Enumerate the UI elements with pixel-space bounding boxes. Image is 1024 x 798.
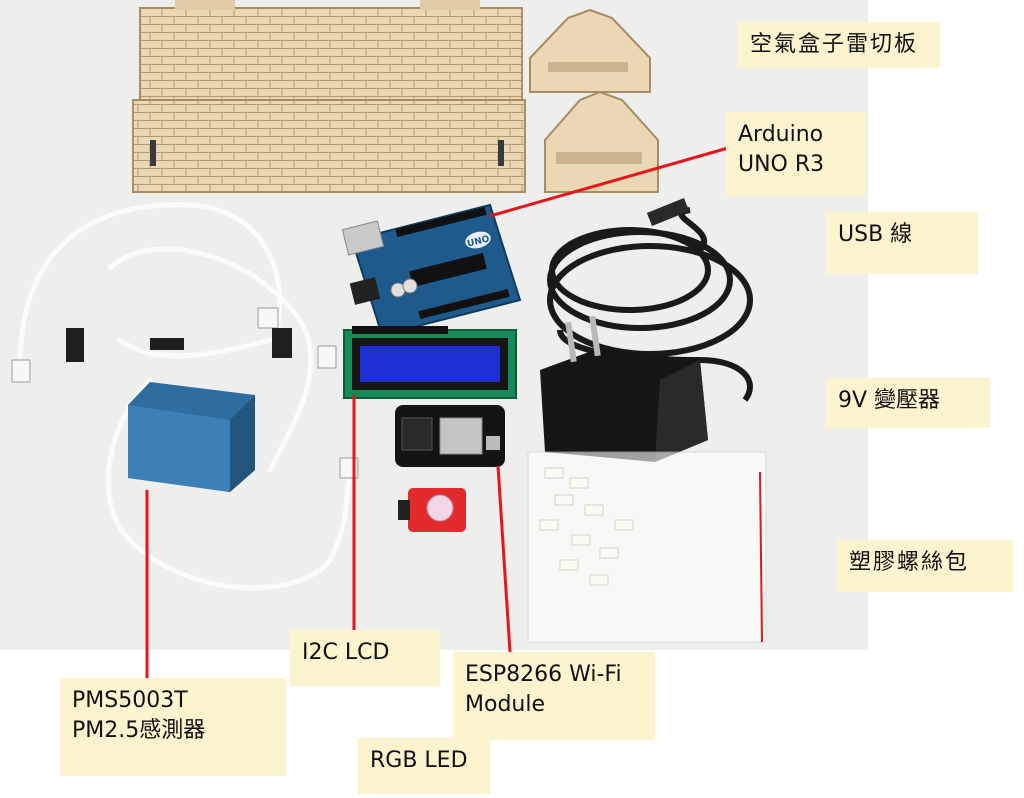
roof-slot-bottom (556, 152, 642, 164)
pms-sensor-front (128, 405, 230, 492)
label-arduino-uno: Arduino UNO R3 (726, 112, 866, 196)
esp8266-shield (439, 417, 483, 455)
rj-connector-2 (257, 307, 279, 329)
callout-lines (145, 146, 729, 680)
screw-10 (614, 519, 634, 531)
wood-panel-tab-2 (420, 0, 480, 10)
screw-5 (539, 519, 559, 531)
arduino-uno-logo (465, 231, 491, 249)
rgb-led-pins (398, 500, 410, 520)
screw-1 (544, 467, 564, 479)
cable-loop-right (107, 246, 314, 473)
arduino-capacitor-2 (402, 278, 418, 294)
arduino-chip (409, 253, 487, 287)
screw-8 (559, 559, 579, 571)
label-pms5003t: PMS5003T PM2.5感測器 (60, 678, 286, 776)
wood-panel-tab-1 (175, 0, 235, 10)
arduino-uno-board: UNO (341, 203, 522, 337)
arduino-power-jack (349, 277, 381, 305)
rgb-led-bulb (426, 494, 454, 522)
dupont-connector-1 (66, 328, 84, 362)
esp8266-usb-port (486, 436, 500, 450)
rj-connector-3 (317, 345, 337, 369)
lcd-screen (360, 346, 500, 382)
bag-seal (759, 471, 763, 643)
power-adapter (540, 315, 708, 462)
label-rgb-led: RGB LED (358, 738, 490, 794)
label-screw-pack: 塑膠螺絲包 (837, 540, 1013, 592)
wood-panel-top (139, 7, 523, 101)
adapter-prong-2 (589, 315, 601, 357)
screw-2 (569, 477, 589, 489)
label-9v-adapter: 9V 變壓器 (826, 378, 990, 428)
cable-loop-left (17, 202, 283, 368)
wood-panel-bottom (132, 99, 526, 193)
adapter-side (655, 360, 708, 462)
barrel-plug (646, 198, 690, 226)
screw-7 (599, 547, 619, 559)
cable-long (105, 377, 353, 591)
label-i2c-lcd: I2C LCD (290, 630, 440, 686)
screw-bag (527, 451, 767, 643)
rj-connector-1 (11, 359, 31, 383)
sensor-cables (17, 202, 353, 591)
dupont-connector-3 (272, 328, 292, 358)
cable-mid (117, 337, 273, 359)
label-laser-cut-board: 空氣盒子雷切板 (738, 22, 940, 68)
wood-panel-slot-right (498, 140, 504, 166)
callout-line-esp8266 (496, 465, 512, 653)
wood-panel-slot-left (150, 140, 156, 166)
roof-slot-top (548, 62, 628, 72)
esp8266-antenna (401, 417, 433, 451)
screw-6 (571, 534, 591, 546)
rgb-led-module (398, 488, 466, 532)
dupont-connector-2 (150, 338, 184, 350)
adapter-prong-1 (565, 321, 577, 363)
arduino-header-bottom (418, 288, 510, 320)
wood-roof-piece-bottom (544, 90, 659, 193)
laser-cut-panels (132, 0, 659, 193)
coil-3 (549, 227, 711, 313)
callout-line-arduino (489, 146, 729, 218)
esp8266-module (395, 405, 505, 467)
screw-3 (554, 494, 574, 506)
arduino-header-top (395, 206, 487, 238)
screw-9 (589, 574, 609, 586)
screws-pile (539, 467, 634, 586)
arduino-usb-port (341, 220, 385, 256)
lcd-pin-header (352, 326, 448, 334)
pms5003t-sensor (128, 382, 255, 492)
screw-4 (584, 504, 604, 516)
bag-body (527, 451, 767, 643)
i2c-lcd-module (343, 326, 517, 399)
label-esp8266: ESP8266 Wi-Fi Module (453, 652, 655, 740)
label-usb-cable: USB 線 (826, 212, 978, 274)
pms-sensor-side (230, 395, 255, 492)
